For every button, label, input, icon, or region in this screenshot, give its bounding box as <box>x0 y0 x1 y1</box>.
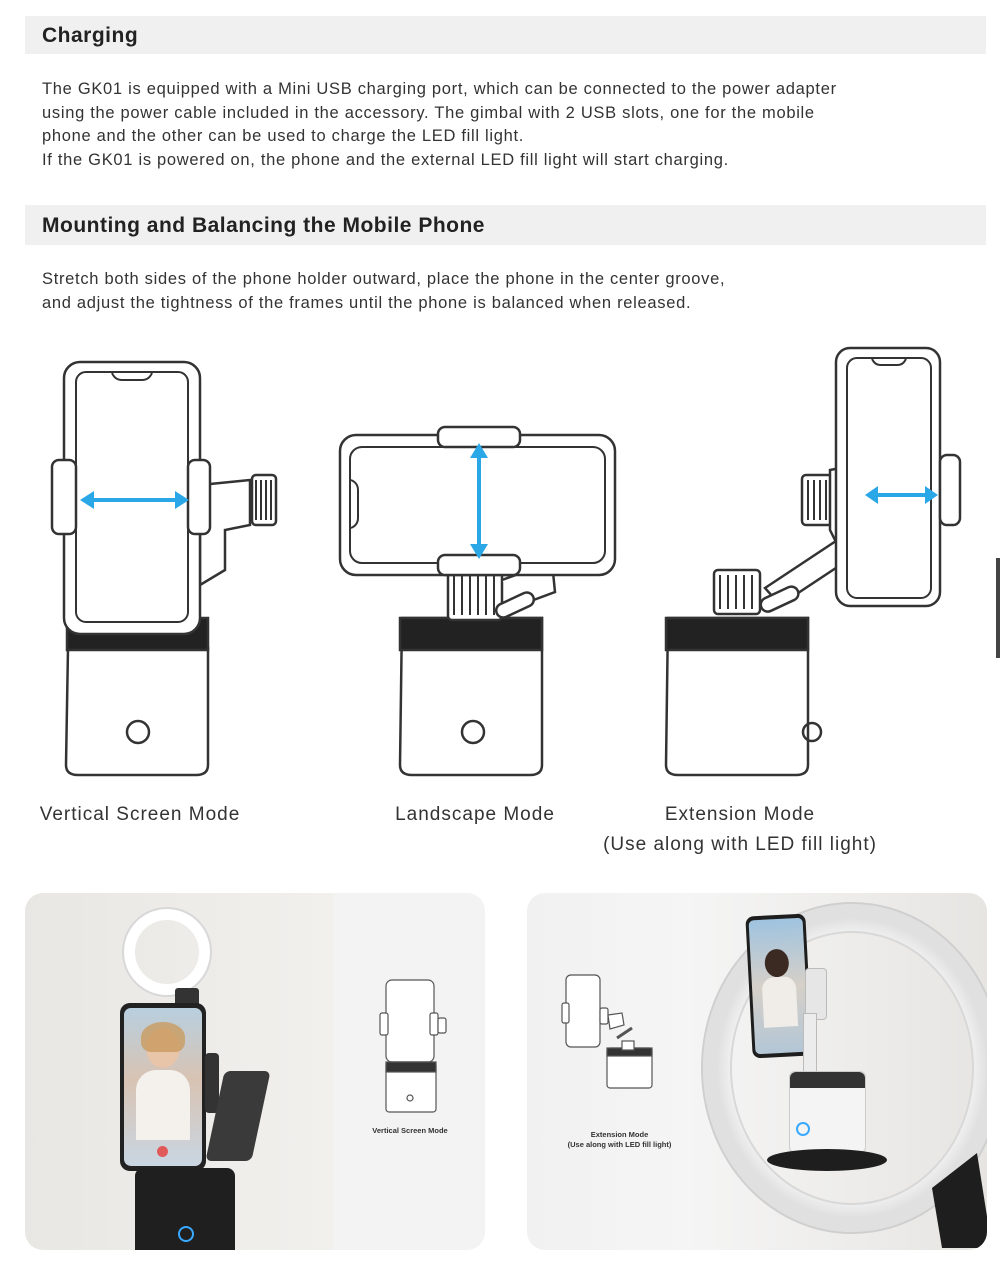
ring-light-small <box>122 907 212 997</box>
mounting-paragraph: Stretch both sides of the phone holder o… <box>42 268 982 315</box>
person-silhouette-right <box>764 948 790 978</box>
phone-screen <box>124 1008 202 1166</box>
text-line: and adjust the tightness of the frames u… <box>42 293 692 312</box>
section-title: Charging <box>42 24 139 47</box>
base-photo <box>135 1168 235 1250</box>
vertical-mode-illustration <box>50 360 278 777</box>
landscape-mode-illustration <box>338 425 617 777</box>
record-icon <box>157 1146 168 1157</box>
inset-extension-caption-2: (Use along with LED fill light) <box>567 1140 672 1149</box>
section-header-charging: Charging <box>25 16 986 54</box>
phone-photo <box>120 1003 206 1171</box>
inset-extension-caption-1: Extension Mode <box>590 1130 649 1139</box>
phone-screen-right <box>748 917 810 1055</box>
landscape-mode-caption: Landscape Mode <box>395 804 555 825</box>
inset-vertical-caption: Vertical Screen Mode <box>372 1126 448 1135</box>
text-line: The GK01 is equipped with a Mini USB cha… <box>42 80 837 98</box>
inset-vertical-diagram <box>379 979 447 1113</box>
base-indicator-right-icon <box>796 1122 810 1136</box>
person-body-right <box>761 976 799 1028</box>
person-body <box>136 1070 190 1140</box>
section-title: Mounting and Balancing the Mobile Phone <box>42 214 485 237</box>
base-indicator-icon <box>178 1226 194 1242</box>
edge-decoration <box>996 558 1000 658</box>
clamp-photo <box>205 1053 219 1113</box>
photo-vertical-mode: Vertical Screen Mode <box>25 893 485 1250</box>
extension-mode-subcaption: (Use along with LED fill light) <box>603 834 877 855</box>
extension-mode-illustration <box>664 346 962 777</box>
text-line: using the power cable included in the ac… <box>42 103 815 122</box>
text-line: If the GK01 is powered on, the phone and… <box>42 150 729 169</box>
text-line: Stretch both sides of the phone holder o… <box>42 270 726 288</box>
inset-extension-diagram <box>561 974 653 1089</box>
photo-extension-mode: Extension Mode (Use along with LED fill … <box>527 893 987 1250</box>
ring-light-large <box>701 902 987 1248</box>
arm-photo-right <box>803 1013 817 1075</box>
tripod-mount <box>767 1149 887 1171</box>
person-hair <box>141 1022 185 1052</box>
base-photo-right <box>789 1071 866 1153</box>
section-header-mounting: Mounting and Balancing the Mobile Phone <box>25 205 986 245</box>
charging-paragraph: The GK01 is equipped with a Mini USB cha… <box>42 78 982 172</box>
text-line: phone and the other can be used to charg… <box>42 127 525 145</box>
base-top-band <box>790 1072 865 1088</box>
extension-mode-caption: Extension Mode <box>664 804 816 825</box>
vertical-mode-caption: Vertical Screen Mode <box>39 804 241 825</box>
